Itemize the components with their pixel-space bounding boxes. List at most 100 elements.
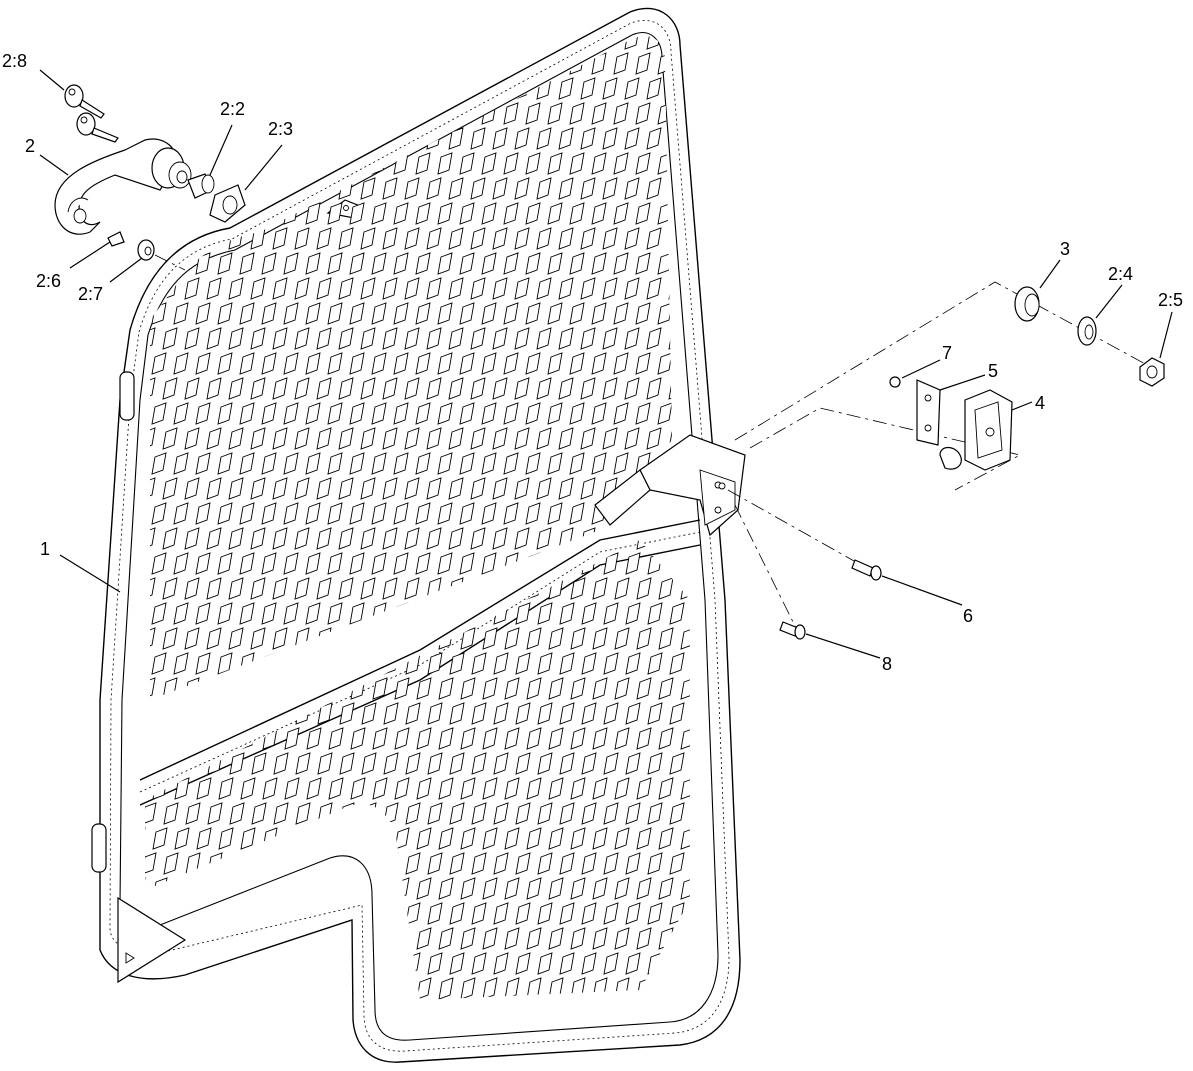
mesh-cell (547, 152, 563, 175)
mesh-cell (150, 327, 156, 350)
mesh-cell (184, 527, 200, 550)
callout-6: 6 (963, 606, 973, 626)
mesh-cell (371, 552, 387, 575)
mesh-cell (261, 452, 277, 475)
mesh-cell (415, 252, 431, 275)
mesh-cell (393, 502, 409, 525)
mesh-cell (218, 777, 234, 800)
mesh-cell (625, 952, 641, 975)
mesh-cell (230, 1003, 244, 1024)
mesh-cell (305, 352, 321, 375)
mesh-cell (668, 127, 672, 150)
mesh-cell (338, 177, 354, 200)
mesh-cell (295, 902, 311, 925)
mesh-cell (327, 502, 343, 525)
mesh-cell (294, 627, 310, 650)
mesh-cell (229, 802, 245, 825)
mesh-cell (460, 677, 476, 700)
mesh-cell (239, 302, 255, 325)
mesh-cell (162, 77, 178, 100)
mesh-cell (195, 452, 211, 475)
mesh-cell (482, 577, 498, 600)
mesh-cell (581, 652, 597, 675)
mesh-cell (150, 527, 156, 550)
mesh-cell (692, 703, 706, 724)
mesh-cell (251, 852, 267, 875)
mesh-cell (184, 477, 200, 500)
mesh-cell (492, 277, 508, 300)
mesh-cell (580, 527, 596, 550)
mesh-cell (338, 327, 354, 350)
mesh-cell (481, 102, 497, 125)
mesh-cell (184, 127, 200, 150)
mesh-cell (481, 202, 497, 225)
mesh-cell (525, 402, 541, 425)
mesh-cell (569, 502, 585, 525)
mesh-cell (514, 527, 530, 550)
mesh-cell (470, 227, 486, 250)
mesh-cell (448, 177, 464, 200)
mesh-cell (338, 127, 354, 150)
mesh-cell (516, 1003, 530, 1024)
mesh-cell (514, 177, 530, 200)
callout-1: 1 (40, 539, 50, 559)
mesh-cell (404, 427, 420, 450)
mesh-cell (305, 252, 321, 275)
mesh-cell (470, 77, 486, 100)
mesh-cell (327, 452, 343, 475)
mesh-cell (525, 102, 541, 125)
mesh-cell (382, 527, 398, 550)
mesh-cell (252, 1003, 266, 1024)
mesh-cell (228, 327, 244, 350)
mesh-cell (150, 577, 156, 600)
mesh-cell (349, 652, 365, 675)
mesh-cell (317, 952, 333, 975)
mesh-cell (150, 677, 156, 700)
mesh-cell (393, 302, 409, 325)
mesh-cell (239, 502, 255, 525)
mesh-cell (449, 652, 465, 675)
mesh-cell (603, 752, 619, 775)
mesh-cell (426, 177, 442, 200)
mesh-cell (195, 252, 211, 275)
mesh-cell (481, 402, 497, 425)
mesh-cell (603, 652, 619, 675)
mesh-cell (305, 402, 321, 425)
mesh-cell (437, 202, 453, 225)
mesh-cell (646, 127, 662, 150)
mesh-cell (217, 602, 233, 625)
mesh-cell (603, 852, 619, 875)
mesh-cell (558, 327, 574, 350)
mesh-cell (669, 752, 685, 775)
mesh-cell (559, 952, 575, 975)
mesh-cell (416, 777, 432, 800)
mesh-cell (472, 1003, 486, 1024)
mesh-cell (503, 52, 519, 75)
mesh-cell (481, 302, 497, 325)
mesh-cell (448, 527, 464, 550)
mesh-cell (658, 540, 674, 550)
mesh-cell (514, 127, 530, 150)
mesh-cell (570, 727, 586, 750)
mesh-cell (526, 977, 542, 1000)
mesh-cell (416, 977, 432, 1000)
mesh-cell (185, 802, 201, 825)
mesh-cell (371, 452, 387, 475)
mesh-cell (393, 152, 409, 175)
mesh-cell (613, 102, 629, 125)
mesh-cell (415, 52, 431, 75)
callout-4: 4 (1035, 393, 1045, 413)
mesh-cell (537, 852, 553, 875)
mesh-cell (251, 802, 267, 825)
mesh-cell (558, 177, 574, 200)
mesh-cell (360, 177, 376, 200)
mesh-cell (372, 677, 388, 700)
mesh-cell (492, 477, 508, 500)
mesh-cell (438, 827, 454, 850)
mesh-cell (145, 852, 157, 875)
mesh-cell (184, 577, 200, 600)
mesh-cell (646, 36, 662, 50)
mesh-cell (316, 427, 332, 450)
mesh-cell (272, 577, 288, 600)
mesh-cell (525, 352, 541, 375)
